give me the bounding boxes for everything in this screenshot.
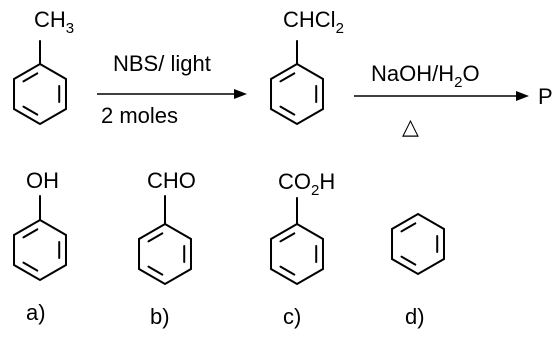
ring-double-bond xyxy=(22,105,39,116)
option-b-letter: b) xyxy=(150,304,170,329)
ring-double-bond xyxy=(279,72,296,83)
step1-arrow-group: NBS/ light 2 moles xyxy=(97,51,247,128)
ring-double-bond xyxy=(22,261,39,272)
ring-double-bond xyxy=(147,232,164,243)
ring-outline xyxy=(138,222,192,286)
reactant-substituent-label: CH3 xyxy=(34,7,74,37)
step1-reagent: NBS/ light xyxy=(113,51,211,76)
option-a-letter: a) xyxy=(26,300,46,325)
ring-double-bond xyxy=(279,265,296,276)
option-b-benzaldehyde[interactable]: CHO b) xyxy=(138,168,196,329)
ring-double-bond xyxy=(22,228,39,239)
option-d-letter: d) xyxy=(405,304,425,329)
option-d-benzene[interactable]: d) xyxy=(391,212,445,329)
ring-double-bond xyxy=(279,105,296,116)
option-a-substituent: OH xyxy=(26,168,59,193)
ring-outline xyxy=(270,62,324,126)
option-b-substituent: CHO xyxy=(147,168,196,193)
ring-outline xyxy=(13,218,67,282)
ring-double-bond xyxy=(400,255,417,266)
benzene-ring xyxy=(13,62,67,126)
intermediate-benzal-chloride: CHCl2 xyxy=(270,7,344,126)
benzene-ring xyxy=(13,218,67,282)
reactant-toluene: CH3 xyxy=(13,7,74,126)
option-c-letter: c) xyxy=(283,304,301,329)
ring-outline xyxy=(13,62,67,126)
ring-double-bond xyxy=(147,265,164,276)
option-a-phenol[interactable]: OH a) xyxy=(13,168,67,325)
ring-double-bond xyxy=(400,222,417,233)
benzene-ring xyxy=(138,222,192,286)
intermediate-substituent-label: CHCl2 xyxy=(283,7,344,37)
ring-outline xyxy=(270,222,324,286)
benzene-ring xyxy=(270,222,324,286)
ring-double-bond xyxy=(279,232,296,243)
step1-condition: 2 moles xyxy=(101,103,178,128)
option-c-benzoic-acid[interactable]: CO2H c) xyxy=(270,169,335,329)
ring-outline xyxy=(391,212,445,276)
option-c-substituent: CO2H xyxy=(278,169,335,199)
step2-reagent: NaOH/H2O xyxy=(371,61,480,91)
benzene-ring xyxy=(270,62,324,126)
product-label: P xyxy=(538,84,553,109)
arrow-head xyxy=(516,91,529,101)
ring-double-bond xyxy=(22,72,39,83)
step2-arrow-group: NaOH/H2O △ xyxy=(354,61,529,139)
benzene-ring xyxy=(391,212,445,276)
arrow-head xyxy=(234,89,247,99)
step2-condition: △ xyxy=(402,114,419,139)
